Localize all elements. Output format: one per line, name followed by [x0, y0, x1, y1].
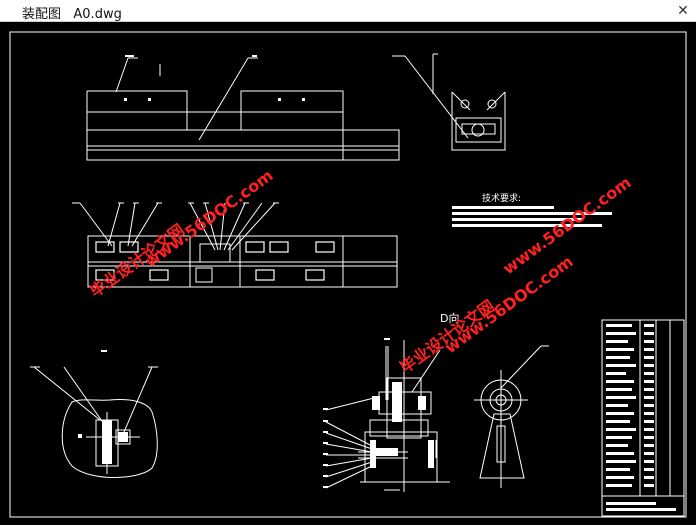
cad-drawing: 技术要求: D向 毕业设计论文网 www.56DOC.com 毕业设计论文网 w… [9, 31, 687, 518]
detail-view [30, 366, 158, 478]
end-section-view [392, 53, 506, 151]
drawing-canvas[interactable]: 技术要求: D向 毕业设计论文网 www.56DOC.com 毕业设计论文网 w… [0, 22, 696, 525]
top-elevation-view [86, 57, 400, 161]
tech-requirements-heading: 技术要求: [482, 192, 521, 204]
drawing-border [9, 31, 687, 518]
window-titlebar: 装配图 A0.dwg ✕ [0, 0, 696, 22]
window-title: 装配图 A0.dwg [22, 7, 122, 22]
title-block-rows [606, 324, 676, 511]
title-block [601, 319, 685, 517]
front-assembly-view [325, 340, 450, 492]
close-icon[interactable]: ✕ [677, 3, 689, 19]
tech-requirements [452, 206, 612, 227]
watermark-url: www.56DOC.com [141, 166, 276, 272]
plan-view [72, 202, 398, 288]
side-support-view [474, 345, 549, 488]
view-label-d: D向 [440, 311, 459, 325]
